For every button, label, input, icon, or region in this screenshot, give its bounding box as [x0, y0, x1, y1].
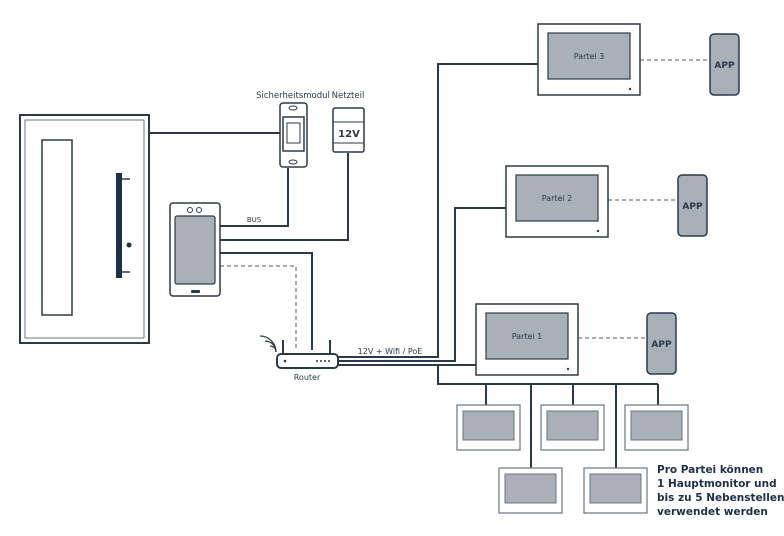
- monitor-partei-1: [475, 303, 579, 376]
- front-door: [19, 114, 150, 344]
- wire-wifi-dashed: [220, 265, 297, 350]
- security-module: [279, 102, 308, 168]
- phone-partei-1: [646, 312, 677, 375]
- door-glass-panel: [41, 139, 73, 316]
- app-label-partei-3: APP: [714, 61, 735, 71]
- router: [276, 340, 339, 369]
- monitor-partei-2: [505, 165, 609, 238]
- phone-partei-2: [677, 174, 708, 237]
- info-note: Pro Partei können 1 Hauptmonitor und bis…: [657, 463, 784, 519]
- monitor-partei-2-label: Partei 2: [542, 194, 573, 203]
- monitor-partei-1-label: Partei 1: [512, 332, 543, 341]
- door-lock: [126, 242, 132, 248]
- extension-monitor: [498, 467, 563, 514]
- power-supply: [332, 107, 365, 153]
- door-handle: [116, 173, 122, 278]
- door-station-screen: [174, 215, 216, 285]
- bus-label: BUS: [247, 216, 262, 224]
- wire-router-to-partei-3: [336, 63, 538, 358]
- extension-monitor: [540, 404, 605, 451]
- extension-monitor: [456, 404, 521, 451]
- wire-door-station-to-router: [220, 252, 313, 350]
- power-supply-label: Netzteil: [332, 91, 365, 101]
- info-note-line: verwendet werden: [657, 506, 768, 518]
- door-station: [169, 202, 221, 297]
- app-label-partei-1: APP: [651, 340, 672, 350]
- security-module-label: Sicherheitsmodul: [256, 91, 330, 101]
- wire-router-to-partei-2: [336, 207, 506, 362]
- wire-extension-bus: [437, 365, 658, 385]
- info-note-line: 1 Hauptmonitor und: [657, 478, 777, 490]
- wire-power: [220, 153, 349, 241]
- extension-monitor: [624, 404, 689, 451]
- router-label: Router: [294, 373, 321, 382]
- info-note-line: bis zu 5 Nebenstellen: [657, 492, 784, 504]
- power-supply-voltage: 12V: [338, 129, 360, 140]
- monitor-partei-3-label: Partei 3: [574, 52, 605, 61]
- app-label-partei-2: APP: [682, 202, 703, 212]
- wire-bus: [220, 168, 289, 227]
- wifi-icon: [259, 335, 277, 353]
- phone-partei-3: [709, 33, 740, 96]
- extension-monitor: [583, 467, 648, 514]
- monitor-partei-3: [537, 23, 641, 96]
- wires: [150, 63, 659, 468]
- info-note-line: Pro Partei können: [657, 464, 764, 476]
- connection-label: 12V + Wifi / PoE: [358, 347, 423, 356]
